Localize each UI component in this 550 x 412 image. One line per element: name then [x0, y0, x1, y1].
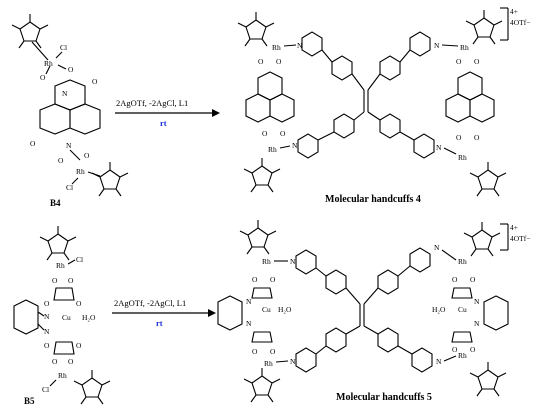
reaction-temperature-2: rt	[156, 318, 163, 328]
chloride-atom: Cl	[60, 43, 67, 52]
nitrogen-atom: N	[66, 141, 72, 150]
pyridine-nitrogen: N	[290, 257, 296, 266]
oxygen-atom: O	[470, 275, 476, 284]
rhodium-atom: Rh	[262, 257, 271, 266]
pyridine-nitrogen: N	[436, 143, 442, 152]
oxygen-atom: O	[68, 65, 74, 74]
rhodium-atom: Rh	[56, 261, 65, 270]
oxygen-atom: O	[58, 156, 64, 165]
reactant-b4-structure: Rh Cl O O N O O N O O Rh Cl	[11, 14, 129, 197]
pyridine-nitrogen: N	[290, 357, 296, 366]
reaction-arrow-2: 2AgOTf, -2AgCl, L1 rt	[112, 298, 216, 328]
charge-label-5: 4+	[510, 223, 518, 232]
cp-star-ring	[469, 162, 507, 197]
product-handcuffs-5-structure: Rh N N Rh 4+ 4OTf− O O N Cu H₂O N	[217, 220, 530, 403]
oxygen-atom: O	[252, 347, 258, 356]
oxygen-atom: O	[76, 299, 82, 308]
oxygen-atom: O	[452, 345, 458, 354]
oxygen-atom: O	[280, 129, 286, 138]
product-label-handcuffs-5: Molecular handcuffs 5	[336, 392, 432, 403]
oxygen-atom: O	[84, 151, 90, 160]
rhodium-atom: Rh	[272, 43, 281, 52]
rhodium-atom: Rh	[44, 59, 53, 68]
oxygen-atom: O	[68, 357, 74, 366]
product-label-handcuffs-4: Molecular handcuffs 4	[325, 194, 421, 205]
cp-star-ring	[11, 14, 49, 49]
oxygen-atom: O	[252, 275, 258, 284]
copper-atom: Cu	[262, 305, 271, 314]
amide-nitrogen: N	[44, 327, 50, 336]
chloride-atom: Cl	[66, 183, 73, 192]
pyridine-nitrogen: N	[292, 141, 298, 150]
pyridine-nitrogen: N	[436, 357, 442, 366]
oxygen-atom: O	[470, 345, 476, 354]
oxygen-atom: O	[474, 57, 480, 66]
cp-star-ring	[463, 222, 501, 257]
rhodium-atom: Rh	[264, 359, 273, 368]
oxygen-atom: O	[76, 341, 82, 350]
copper-atom: Cu	[62, 313, 71, 322]
oxygen-atom: O	[52, 276, 58, 285]
cp-star-ring	[91, 162, 129, 197]
rhodium-atom: Rh	[460, 43, 469, 52]
product-handcuffs-4-structure: Rh N N Rh 4+ 4OTf− O O O	[237, 7, 530, 197]
reaction-conditions-2: 2AgOTf, -2AgCl, L1	[114, 298, 186, 308]
water-ligand: H₂O	[432, 305, 446, 314]
rhodium-atom: Rh	[58, 371, 67, 380]
reaction-arrow-1: 2AgOTf, -2AgCl, L1 rt	[115, 98, 220, 128]
reaction-conditions-1: 2AgOTf, -2AgCl, L1	[116, 98, 188, 108]
carbonyl-oxygen: O	[92, 77, 98, 86]
pyridine-nitrogen: N	[434, 243, 440, 252]
oxygen-atom: O	[276, 57, 282, 66]
rhodium-atom: Rh	[76, 167, 85, 176]
amide-nitrogen: N	[474, 297, 480, 306]
oxygen-atom: O	[456, 57, 462, 66]
reactant-b5-structure: Rh Cl O O O O N Cu H₂O N O O O O Rh Cl	[13, 226, 111, 405]
rhodium-atom: Rh	[458, 153, 467, 162]
amide-nitrogen: N	[246, 319, 252, 328]
carbonyl-oxygen: O	[30, 139, 36, 148]
counterion-label-5: 4OTf−	[510, 234, 530, 243]
oxygen-atom: O	[456, 133, 462, 142]
oxygen-atom: O	[452, 275, 458, 284]
rhodium-atom: Rh	[458, 351, 467, 360]
oxygen-atom: O	[258, 57, 264, 66]
oxygen-atom: O	[68, 276, 74, 285]
nitrogen-atom: N	[62, 89, 68, 98]
copper-atom: Cu	[458, 305, 467, 314]
counterion-label-4: 4OTf−	[510, 18, 530, 27]
pyridine-nitrogen: N	[434, 41, 440, 50]
water-ligand: H₂O	[82, 313, 96, 322]
cp-star-ring	[39, 226, 77, 261]
reactant-label-b4: B4	[50, 198, 61, 208]
cp-star-ring	[243, 368, 281, 403]
oxygen-atom: O	[52, 357, 58, 366]
rhodium-atom: Rh	[268, 145, 277, 154]
cp-star-ring	[243, 158, 281, 193]
oxygen-atom: O	[44, 341, 50, 350]
reactant-label-b5: B5	[24, 396, 35, 406]
cp-star-ring	[237, 12, 275, 47]
amide-nitrogen: N	[474, 319, 480, 328]
cp-star-ring	[73, 370, 111, 405]
oxygen-atom: O	[262, 129, 268, 138]
amide-nitrogen: N	[44, 312, 50, 321]
oxygen-atom: O	[270, 347, 276, 356]
rhodium-atom: Rh	[458, 257, 467, 266]
cp-star-ring	[469, 362, 507, 397]
oxygen-atom: O	[270, 275, 276, 284]
cp-star-ring	[239, 220, 277, 255]
amide-nitrogen: N	[246, 297, 252, 306]
charge-label-4: 4+	[510, 7, 518, 16]
cp-star-ring	[465, 10, 503, 45]
oxygen-atom: O	[44, 299, 50, 308]
chloride-atom: Cl	[76, 255, 83, 264]
oxygen-atom: O	[40, 73, 46, 82]
reaction-temperature-1: rt	[160, 118, 167, 128]
chloride-atom: Cl	[42, 385, 49, 394]
oxygen-atom: O	[474, 133, 480, 142]
water-ligand: H₂O	[278, 305, 292, 314]
pyridine-nitrogen: N	[297, 41, 303, 50]
